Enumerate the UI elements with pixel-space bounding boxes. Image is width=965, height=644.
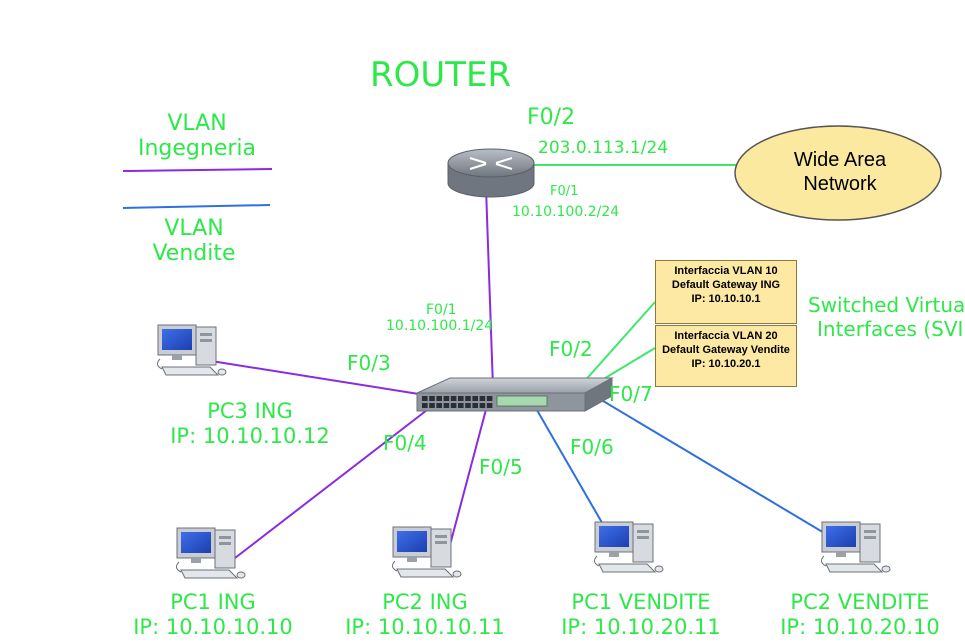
router-icon [447, 148, 535, 198]
diagram-title: ROUTER [370, 55, 512, 95]
link-switch-pc3 [204, 359, 426, 396]
pc2-vendite-computer-icon [820, 521, 891, 573]
port-label-f06: F0/6 [570, 435, 614, 459]
pc3-ing-name: PC3 ING [207, 399, 293, 423]
port-label-f07: F0/7 [609, 382, 653, 406]
svi-label-1: Switched Virtual [808, 293, 965, 317]
router-lan-ip: 10.10.100.2/24 [512, 204, 620, 220]
wan-label-line-1: Wide Area [793, 149, 887, 171]
svi-vlan10-box: Interfaccia VLAN 10 Default Gateway ING … [655, 260, 797, 324]
legend-line-vendite [122, 204, 271, 209]
svi-vlan10-line-1: Interfaccia VLAN 10 [674, 265, 778, 277]
wan-label-line-2: Network [803, 173, 877, 195]
router-wan-port: F0/2 [527, 105, 576, 130]
pc3-ing-computer-icon [156, 324, 227, 376]
svi-vlan10-line-2: Default Gateway ING [671, 278, 781, 291]
router-lan-port: F0/1 [550, 184, 579, 199]
router-wan-ip: 203.0.113.1/24 [538, 138, 669, 158]
port-label-f04: F0/4 [383, 431, 427, 455]
svi-vlan20-line-1: Interfaccia VLAN 20 [674, 330, 778, 342]
port-label-f05: F0/5 [479, 455, 523, 479]
link-switch-svi-10 [581, 301, 656, 385]
legend-vend-label-2: Vendite [152, 241, 236, 266]
svi-label-2: Interfaces (SVI) [817, 317, 965, 341]
svi-vlan20-line-3: IP: 10.10.20.1 [691, 357, 761, 370]
port-label-f03: F0/3 [347, 351, 391, 375]
link-switch-pc2-vend [587, 391, 837, 541]
legend-vend-label-1: VLAN [164, 216, 224, 241]
svi-vlan20-box: Interfaccia VLAN 20 Default Gateway Vend… [655, 325, 797, 387]
legend-ing-label-1: VLAN [167, 111, 227, 136]
svi-vlan10-line-3: IP: 10.10.10.1 [691, 292, 761, 305]
pc2-vendite-name: PC2 VENDITE [790, 590, 930, 614]
svi-vlan20-line-2: Default Gateway Vendite [662, 343, 790, 356]
pc1-ing-ip: IP: 10.10.10.10 [133, 615, 293, 639]
pc2-ing-computer-icon [391, 526, 462, 578]
pc3-ing-ip: IP: 10.10.10.12 [170, 424, 330, 448]
switch-uplink-port: F0/1 [426, 302, 457, 318]
pc1-vendite-name: PC1 VENDITE [571, 590, 711, 614]
legend-line-ingegneria [122, 168, 273, 172]
link-router-switch [485, 187, 494, 389]
pc2-vendite-ip: IP: 10.10.20.10 [780, 615, 940, 639]
pc1-ing-computer-icon [175, 527, 246, 579]
pc1-vendite-ip: IP: 10.10.20.11 [561, 615, 721, 639]
switch-uplink-ip: 10.10.100.1/24 [386, 318, 494, 334]
pc1-ing-name: PC1 ING [170, 590, 256, 614]
switch-icon [416, 377, 614, 412]
wan-cloud [734, 125, 942, 221]
port-label-f02-svi: F0/2 [549, 337, 593, 361]
wan-label: Wide Area Network [770, 148, 910, 196]
pc1-vendite-computer-icon [593, 521, 664, 573]
link-switch-pc2-ing [449, 401, 489, 546]
pc2-ing-ip: IP: 10.10.10.11 [345, 615, 505, 639]
pc2-ing-name: PC2 ING [382, 590, 468, 614]
legend-ing-label-2: Ingegneria [138, 136, 257, 161]
link-switch-pc1-vend [529, 397, 613, 541]
link-switch-pc1-ing [234, 399, 441, 559]
